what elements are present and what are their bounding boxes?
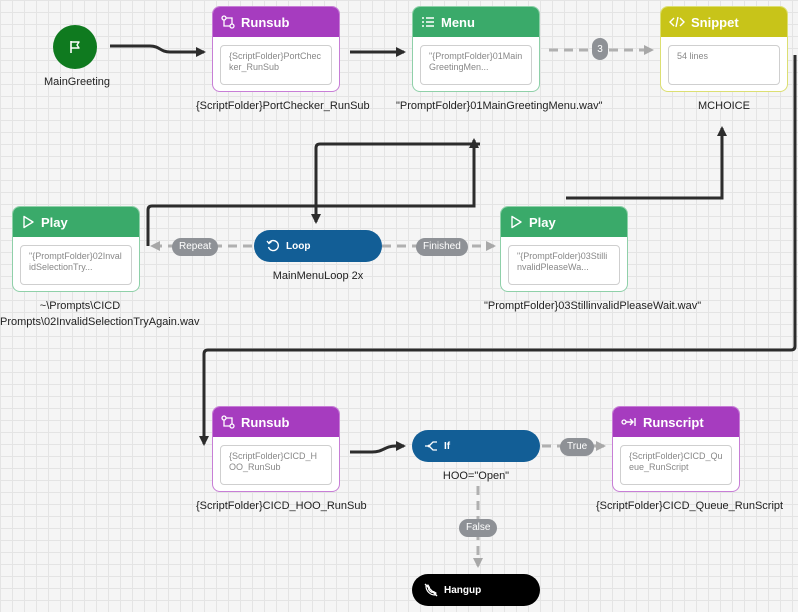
branch-icon [221, 15, 235, 29]
hangup-icon [424, 583, 438, 597]
branch-icon [221, 415, 235, 429]
loop-node[interactable]: Loop [254, 230, 382, 262]
runsub-node-hoo[interactable]: Runsub {ScriptFolder}CICD_HOO_RunSub [212, 406, 340, 492]
runsub-node-portchecker[interactable]: Runsub {ScriptFolder}PortChecker_RunSub [212, 6, 340, 92]
runsub-caption: {ScriptFolder}PortChecker_RunSub [196, 100, 370, 112]
node-title: Play [41, 214, 68, 230]
hangup-node[interactable]: Hangup [412, 574, 540, 606]
runscript-node[interactable]: Runscript {ScriptFolder}CICD_Queue_RunSc… [612, 406, 740, 492]
play-node-invalid-selection[interactable]: Play "{PromptFolder}02InvalidSelectionTr… [12, 206, 140, 292]
start-caption: MainGreeting [43, 76, 111, 88]
wire-snippet-runsub2 [199, 55, 797, 446]
node-body: {ScriptFolder}PortChecker_RunSub [220, 45, 332, 85]
menu-caption: "PromptFolder}01MainGreetingMenu.wav" [396, 100, 603, 112]
snippet-node[interactable]: Snippet 54 lines [660, 6, 788, 92]
loop-icon [266, 239, 279, 252]
flag-icon [70, 41, 80, 53]
node-title: If [444, 440, 451, 452]
code-icon [669, 16, 685, 28]
node-body: "{PromptFolder}02InvalidSelectionTry... [20, 245, 132, 285]
if-node[interactable]: If [412, 430, 540, 462]
start-node[interactable] [53, 25, 97, 69]
node-title: Runsub [241, 414, 290, 430]
if-caption: HOO="Open" [442, 470, 510, 482]
node-body: 54 lines [668, 45, 780, 85]
play-icon [23, 215, 34, 229]
edge-badge-repeat[interactable]: Repeat [172, 238, 219, 256]
wire-play1-menu [146, 138, 479, 246]
run-script-icon [621, 418, 636, 426]
node-title: Runscript [643, 414, 704, 430]
node-body: "{PromptFolder}01MainGreetingMen... [420, 45, 532, 85]
node-title: Hangup [444, 584, 482, 596]
snippet-caption: MCHOICE [698, 100, 750, 112]
wire-play2-snippet [566, 126, 727, 200]
edge-badge-count[interactable]: 3 [592, 38, 608, 60]
node-body: {ScriptFolder}CICD_Queue_RunScript [620, 445, 732, 485]
list-icon [422, 17, 434, 27]
node-body: "{PromptFolder}03StillinvalidPleaseWa... [508, 245, 620, 285]
node-title: Snippet [691, 14, 739, 30]
edge-badge-true[interactable]: True [560, 438, 595, 456]
edge-badge-finished[interactable]: Finished [416, 238, 468, 256]
node-title: Menu [441, 14, 475, 30]
play-caption: ~\Prompts\CICD Prompts\02InvalidSelectio… [0, 300, 200, 328]
play-icon [511, 215, 522, 229]
condition-icon [425, 441, 437, 451]
node-body: {ScriptFolder}CICD_HOO_RunSub [220, 445, 332, 485]
menu-node[interactable]: Menu "{PromptFolder}01MainGreetingMen... [412, 6, 540, 92]
node-title: Play [529, 214, 556, 230]
runscript-caption: {ScriptFolder}CICD_Queue_RunScript [596, 500, 784, 512]
wire-menu-loop [311, 142, 480, 224]
runsub-caption: {ScriptFolder}CICD_HOO_RunSub [196, 500, 367, 512]
play-node-still-invalid[interactable]: Play "{PromptFolder}03StillinvalidPlease… [500, 206, 628, 292]
wire-runsub2-if [350, 441, 406, 454]
play-caption: "PromptFolder}03StillinvalidPleaseWait.w… [484, 300, 702, 312]
edge-badge-false[interactable]: False [459, 519, 498, 537]
wire-start-runsub [110, 44, 206, 57]
node-title: Loop [286, 240, 311, 252]
node-title: Runsub [241, 14, 290, 30]
loop-caption: MainMenuLoop 2x [272, 270, 364, 282]
